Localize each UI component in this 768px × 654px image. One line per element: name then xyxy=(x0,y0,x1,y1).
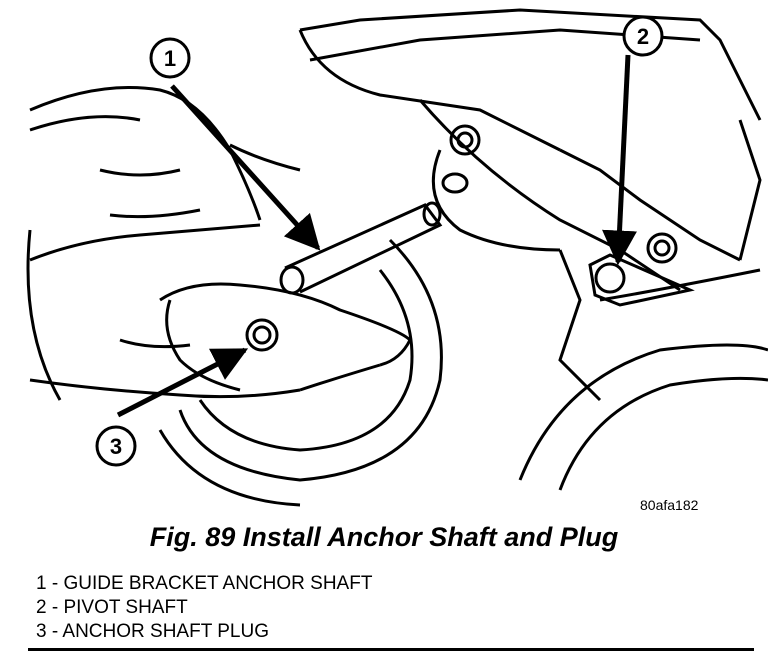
callout-arrow xyxy=(602,54,637,266)
housing-outline xyxy=(298,8,762,402)
legend-item: 1 - GUIDE BRACKET ANCHOR SHAFT xyxy=(36,573,373,594)
hands xyxy=(29,86,412,399)
anchor-shaft-plug xyxy=(245,318,279,352)
callout-number: 2 xyxy=(637,24,649,49)
callout-number: 1 xyxy=(164,46,176,71)
legend-list: 1 - GUIDE BRACKET ANCHOR SHAFT 2 - PIVOT… xyxy=(36,572,372,644)
callout-number: 3 xyxy=(110,434,122,459)
diagram-illustration: 1 2 3 xyxy=(26,8,768,507)
callout-2: 2 xyxy=(602,15,664,266)
figure-caption: Fig. 89 Install Anchor Shaft and Plug xyxy=(149,522,619,552)
callout-3: 3 xyxy=(95,347,249,467)
callout-1: 1 xyxy=(149,37,321,251)
legend-item: 3 - ANCHOR SHAFT PLUG xyxy=(36,621,269,642)
legend-item: 2 - PIVOT SHAFT xyxy=(36,597,188,618)
image-code: 80afa182 xyxy=(640,497,699,513)
bottom-divider xyxy=(28,648,754,651)
callout-arrow xyxy=(170,84,321,251)
bolt-heads xyxy=(441,124,678,264)
drum-wheel xyxy=(26,229,768,507)
callout-arrow xyxy=(116,347,249,418)
anchor-shaft xyxy=(279,201,443,295)
